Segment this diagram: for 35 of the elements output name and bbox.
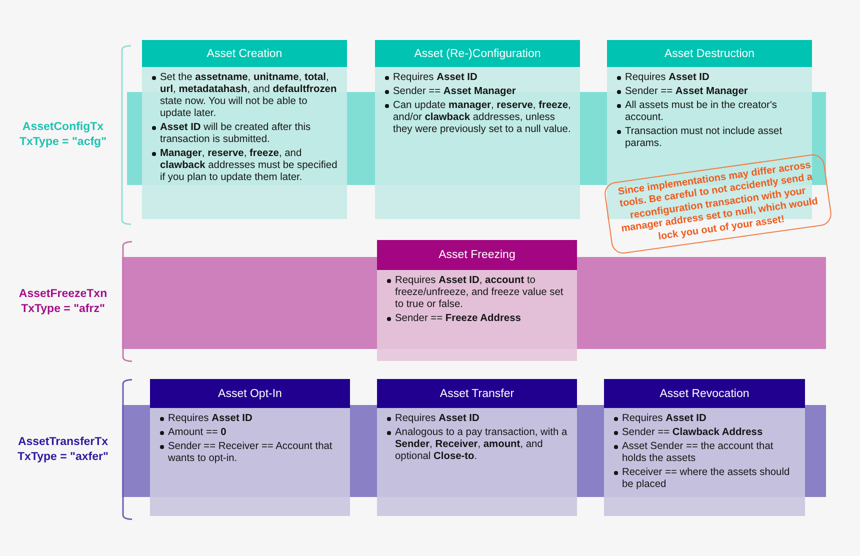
bullet-point: Amount == 0 <box>159 427 343 439</box>
warning-note: Since implementations may differ across tools. Be careful to not accidently send a reconfiguration transaction with your manager address set to null, which would lock you out of your asset! <box>603 152 833 256</box>
bullet-point: Requires Asset ID <box>613 413 798 425</box>
transaction-class-label: AssetConfigTx <box>22 120 104 135</box>
transaction-class-label: AssetFreezeTxn <box>18 286 108 302</box>
card-header: Asset Freezing <box>377 240 577 270</box>
bullet-point: Requires Asset ID <box>384 72 573 84</box>
bullet-point: Requires Asset ID <box>616 72 805 84</box>
bullet-point: Sender == Freeze Address <box>386 313 570 325</box>
tx-type-label: TxType = "afrz" <box>21 302 105 316</box>
bullet-point: Receiver == where the assets should be placed <box>613 467 798 491</box>
transaction-class-label: AssetTransferTx <box>18 434 108 450</box>
card-header: Asset Creation <box>142 40 347 67</box>
bullet-point: Sender == Asset Manager <box>616 86 805 98</box>
bullet-point: Requires Asset ID <box>159 413 343 425</box>
tx-type-label: TxType = "acfg" <box>19 135 107 150</box>
bullet-point: Requires Asset ID, account to freeze/unfreeze, and freeze value set to true or false. <box>386 275 570 311</box>
bullet-point: Requires Asset ID <box>386 413 570 425</box>
card-header: Asset Opt-In <box>150 379 350 408</box>
bullet-point: Transaction must not include asset params. <box>616 126 805 150</box>
bullet-point: All assets must be in the creator's account. <box>616 100 805 124</box>
bullet-point: Sender == Receiver == Account that wants to opt-in. <box>159 441 343 465</box>
card-header: Asset Destruction <box>607 40 812 67</box>
bullet-point: Sender == Asset Manager <box>384 86 573 98</box>
bullet-point: Analogous to a pay transaction, with a Sender, Receiver, amount, and optional Close-to. <box>386 427 570 463</box>
bullet-point: Set the assetname, unitname, total, url, metadatahash, and defaultfrozen state now. You will not be able to update later. <box>151 72 340 120</box>
bullet-point: Sender == Clawback Address <box>613 427 798 439</box>
bullet-point: Manager, reserve, freeze, and clawback addresses must be specified if you plan to update them later. <box>151 148 340 184</box>
card-header: Asset Revocation <box>604 379 805 408</box>
bullet-point: Can update manager, reserve, freeze, and/or clawback addresses, unless they were previously set to a null value. <box>384 100 573 136</box>
tx-type-label: TxType = "axfer" <box>18 450 108 464</box>
bullet-point: Asset ID will be created after this transaction is submitted. <box>151 122 340 146</box>
bullet-point: Asset Sender == the account that holds the assets <box>613 441 798 465</box>
card-header: Asset Transfer <box>377 379 577 408</box>
card-header: Asset (Re-)Configuration <box>375 40 580 67</box>
